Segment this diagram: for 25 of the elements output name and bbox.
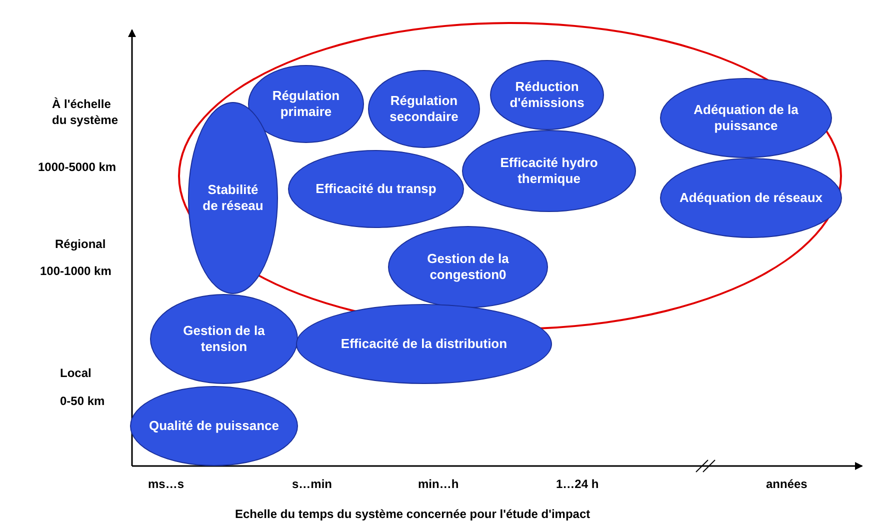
- node-text: Adéquation de réseaux: [679, 190, 823, 206]
- node-text: Régulation primaire: [271, 88, 341, 120]
- tick-label: ms…s: [148, 477, 184, 491]
- scale-label: Local: [60, 366, 92, 380]
- scale-label: 1000-5000 km: [38, 160, 116, 174]
- scale-label: Régional: [55, 237, 106, 251]
- tick-label: s…min: [292, 477, 332, 491]
- tick-label: 1…24 h: [556, 477, 599, 491]
- node-text: Efficacité du transp: [316, 181, 436, 197]
- node-text: Efficacité hydro thermique: [499, 155, 599, 187]
- node-text: Stabilité de réseau: [202, 182, 264, 214]
- node-text: Régulation secondaire: [388, 93, 460, 125]
- scale-label: À l'échelle du système: [52, 96, 120, 128]
- axis-title: Echelle du temps du système concernée pour l'étude d'impact: [235, 507, 590, 521]
- node-text: Qualité de puissance: [148, 418, 280, 434]
- node-text: Efficacité de la distribution: [340, 336, 508, 352]
- scale-label: 100-1000 km: [40, 264, 112, 278]
- node-text: Gestion de la tension: [182, 323, 266, 355]
- tick-label: min…h: [418, 477, 459, 491]
- topic-ellipse: [288, 150, 464, 228]
- node-text: Réduction d'émissions: [508, 79, 586, 111]
- scale-label: 0-50 km: [60, 394, 105, 408]
- tick-label: années: [766, 477, 808, 491]
- node-text: Gestion de la congestion0: [426, 251, 510, 283]
- node-text: Adéquation de la puissance: [692, 102, 800, 134]
